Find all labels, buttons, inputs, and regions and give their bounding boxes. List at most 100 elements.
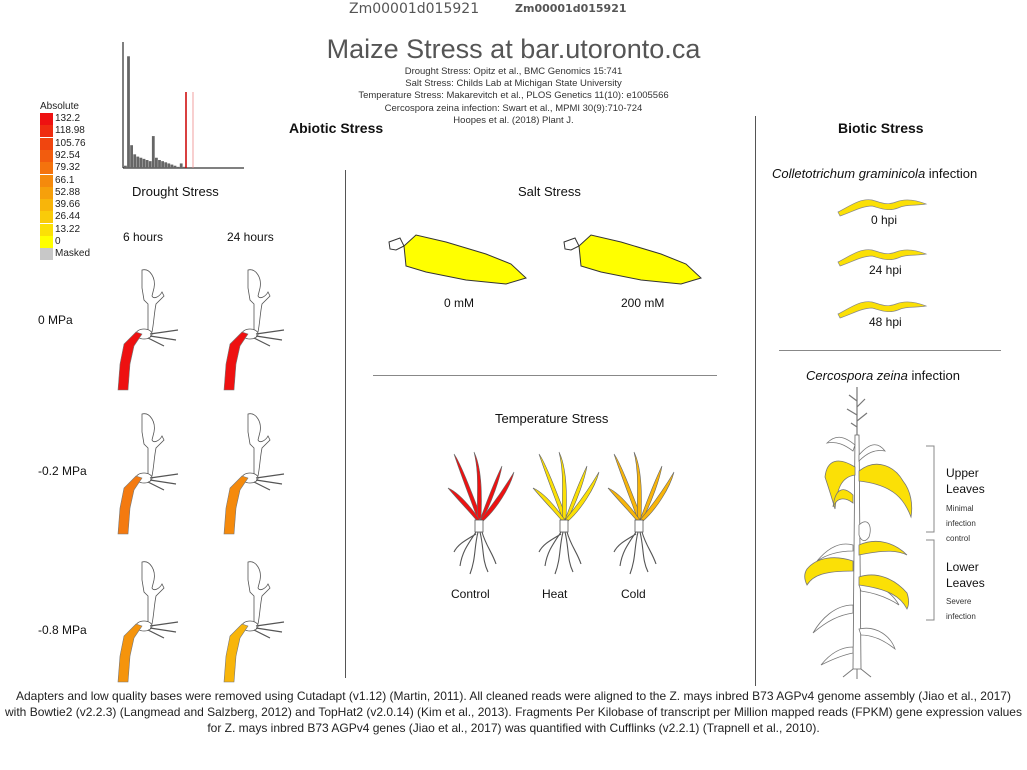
temperature-plant-leaf	[479, 465, 503, 521]
legend-title: Absolute	[40, 101, 79, 112]
temperature-label-heat: Heat	[542, 587, 568, 601]
upper-leaves-note: Minimal infection control	[946, 501, 976, 546]
cercospora-leaf-unscored	[812, 604, 854, 634]
legend-entry: 52.88	[40, 186, 160, 199]
colletotrichum-leaf	[837, 301, 928, 319]
salt-title: Salt Stress	[518, 184, 581, 199]
drought-seedling	[117, 269, 179, 391]
cercospora-suffix: infection	[907, 368, 960, 383]
histogram-bar	[158, 160, 161, 168]
drought-title: Drought Stress	[132, 184, 219, 199]
temperature-label-cold: Cold	[621, 587, 646, 601]
page-title: Maize Stress at bar.utoronto.ca	[326, 34, 701, 64]
drought-seedling	[223, 413, 285, 535]
temperature-plant-leaf	[639, 465, 663, 521]
divider-salt-temperature	[373, 375, 717, 376]
cercospora-lower-leaf	[858, 541, 908, 556]
salt-leaf-200mm	[563, 234, 702, 285]
drought-seedling	[117, 561, 179, 683]
histogram-bar	[161, 161, 164, 168]
salt-leaf-blade-0mm	[403, 234, 527, 285]
temperature-plant-roots	[453, 531, 497, 575]
citation-temperature: Temperature Stress: Makarevitch et al., …	[358, 90, 669, 102]
citations: Drought Stress: Opitz et al., BMC Genomi…	[300, 66, 727, 127]
salt-leaf-0mm	[388, 234, 527, 285]
temperature-plant-leaf	[564, 471, 600, 523]
temperature-label-control: Control	[451, 587, 490, 601]
legend-label: 39.66	[55, 199, 81, 211]
seedling-side-roots	[147, 473, 179, 491]
seedling-shoot	[141, 561, 165, 625]
legend-entry: 92.54	[40, 149, 160, 162]
cercospora-title: Cercospora zeina infection	[806, 368, 960, 383]
salt-leaf-cut-0mm	[388, 237, 405, 251]
cercospora-species: Cercospora zeina	[806, 368, 908, 383]
seedling-primary-root	[223, 475, 249, 535]
histogram-bar	[124, 165, 127, 168]
citation-salt: Salt Stress: Childs Lab at Michigan Stat…	[405, 78, 622, 90]
temperature-plant-leaf	[633, 451, 642, 521]
upper-leaves-line2: Leaves	[946, 482, 985, 496]
legend-entry: 0	[40, 236, 160, 248]
legend-swatch	[40, 186, 53, 199]
histogram-bar	[130, 145, 133, 168]
colletotrichum-species: Colletotrichum graminicola	[772, 166, 926, 181]
legend-entry: 79.32	[40, 162, 160, 175]
seedling-primary-root	[117, 475, 143, 535]
cercospora-leaf-unscored	[858, 627, 896, 651]
histogram-bar	[170, 164, 174, 168]
legend-swatch	[40, 137, 53, 150]
lower-leaves-bracket	[926, 539, 935, 621]
drought-seedling	[223, 269, 285, 391]
seedling-primary-root	[223, 331, 249, 391]
histogram-bar	[182, 166, 186, 168]
legend-label: Masked	[55, 248, 91, 260]
legend-swatch	[40, 211, 53, 224]
histogram-bar	[133, 154, 137, 168]
legend-swatch	[40, 113, 53, 125]
legend-label: 26.44	[55, 211, 81, 223]
seedling-primary-root	[117, 623, 143, 683]
histogram-bar	[155, 157, 158, 168]
colletotrichum-leaf-blade	[837, 199, 928, 217]
temperature-title: Temperature Stress	[495, 411, 609, 426]
drought-seedling	[117, 413, 179, 535]
colletotrichum-label-0hpi: 0 hpi	[871, 213, 898, 227]
control-note: control	[946, 534, 971, 543]
colletotrichum-suffix: infection	[925, 166, 978, 181]
seedling-side-roots	[147, 621, 179, 639]
colletotrichum-label-24hpi: 24 hpi	[869, 263, 902, 277]
drought-time-24h: 24 hours	[227, 230, 274, 244]
temperature-plant-leaf	[479, 471, 515, 523]
legend-swatch	[40, 125, 53, 138]
biotic-stress-heading: Biotic Stress	[838, 120, 924, 136]
legend-label: 118.98	[55, 125, 85, 137]
temperature-plant-leaf	[607, 487, 641, 523]
legend-swatch	[40, 236, 53, 248]
cercospora-brackets	[926, 445, 935, 621]
legend-swatch	[40, 223, 53, 236]
lower-note-line1: Severe	[946, 597, 972, 606]
temperature-plant-leaf	[532, 487, 566, 523]
colletotrichum-leaf	[837, 199, 928, 217]
drought-seedling	[223, 561, 285, 683]
colletotrichum-leaf-blade	[837, 301, 928, 319]
temperature-plant-leaf	[538, 453, 566, 521]
cercospora-roots	[842, 668, 872, 679]
divider-colletotrichum-cercospora	[779, 350, 1001, 351]
lower-leaves-line1: Lower	[946, 560, 979, 574]
legend-label: 66.1	[55, 174, 75, 186]
divider-abiotic-biotic	[755, 116, 756, 686]
histogram-bar	[127, 56, 130, 168]
legend-label: 79.32	[55, 162, 81, 174]
gene-id-small: Zm00001d015921	[515, 2, 627, 15]
seedling-primary-root	[223, 623, 249, 683]
legend-swatch	[40, 199, 53, 212]
temperature-plant	[607, 451, 675, 575]
cercospora-plant	[804, 387, 913, 679]
temperature-plant-roots	[538, 531, 582, 575]
upper-note-line2: infection	[946, 519, 976, 528]
legend-entry: 66.1	[40, 174, 160, 187]
cercospora-leaf-unscored	[820, 646, 854, 666]
cercospora-leaf-unscored	[858, 444, 886, 462]
